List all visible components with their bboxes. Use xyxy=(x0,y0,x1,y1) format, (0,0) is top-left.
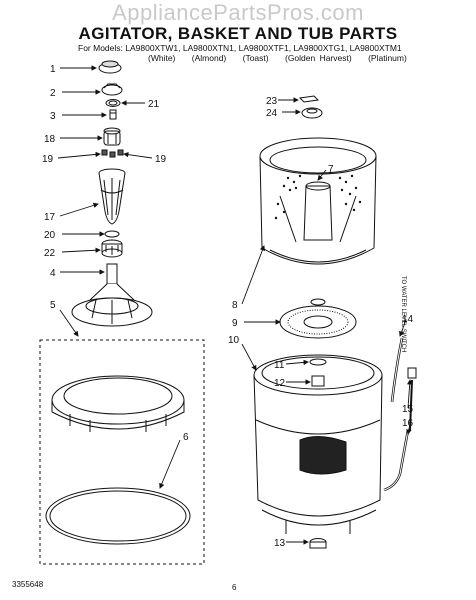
color-white: (White) xyxy=(148,53,176,63)
color-toast: (Toast) xyxy=(242,53,269,63)
color-variants: (White) (Almond) (Toast) (Golden Harvest… xyxy=(148,53,419,63)
part-13-boot xyxy=(309,538,327,549)
callout-14: 14 xyxy=(402,314,414,325)
part-18-cam xyxy=(103,127,121,146)
callout-1: 1 xyxy=(50,64,56,75)
callout-15: 15 xyxy=(402,404,414,415)
color-golden-harvest: (Golden Harvest) xyxy=(284,53,352,63)
callout-21: 21 xyxy=(148,99,160,110)
callout-2: 2 xyxy=(50,88,56,99)
callout-17: 17 xyxy=(44,212,56,223)
callout-16: 16 xyxy=(402,418,414,429)
color-platinum: (Platinum) xyxy=(368,53,407,63)
page-title: AGITATOR, BASKET AND TUB PARTS xyxy=(78,24,398,43)
models-line: For Models: LA9800XTW1, LA9800XTN1, LA98… xyxy=(78,43,402,53)
callout-20: 20 xyxy=(44,230,56,241)
part-9-drive-block-plate xyxy=(279,298,357,339)
watermark: AppliancePartsPros.com xyxy=(112,0,364,25)
callout-10: 10 xyxy=(228,335,240,346)
part-19-agitator-dogs xyxy=(101,149,124,158)
part-3-bolt xyxy=(109,109,117,120)
callout-13: 13 xyxy=(274,538,286,549)
part-23-nut xyxy=(298,95,320,103)
part-16-tube xyxy=(383,379,413,492)
part-21-washer xyxy=(105,99,121,107)
part-5-assembly-box xyxy=(39,339,205,565)
document-number: 3355648 xyxy=(12,580,44,589)
part-1-agitator-cap xyxy=(98,60,122,74)
callout-19-left: 19 xyxy=(42,154,54,165)
callout-12: 12 xyxy=(274,378,286,389)
callout-labels: 1 2 3 21 18 19 19 17 20 22 4 5 6 23 24 7… xyxy=(42,64,414,549)
part-20-ring xyxy=(104,230,120,238)
callout-6: 6 xyxy=(183,432,189,443)
callout-7: 7 xyxy=(328,164,334,175)
leader-lines xyxy=(57,65,413,545)
callout-19-right: 19 xyxy=(155,154,167,165)
color-almond: (Almond) xyxy=(191,53,227,63)
water-level-switch-note: TO WATER LEVEL SWITCH xyxy=(400,276,406,352)
callout-11: 11 xyxy=(274,360,285,371)
part-7-wash-basket xyxy=(259,137,377,265)
part-22-clutch xyxy=(101,239,123,258)
part-15-air-dome xyxy=(407,367,417,379)
part-17-agitator-barrel xyxy=(98,168,126,225)
page-number: 6 xyxy=(232,583,237,592)
callout-22: 22 xyxy=(44,248,56,259)
part-2-cap-insert xyxy=(101,83,123,96)
part-11-seal xyxy=(309,358,327,366)
part-5-basket-rim xyxy=(51,375,185,432)
callout-18: 18 xyxy=(44,134,56,145)
callout-4: 4 xyxy=(50,268,56,279)
callout-5: 5 xyxy=(50,300,56,311)
part-12-bearing xyxy=(311,375,325,387)
part-4-agitator-base xyxy=(71,263,153,327)
basket-perforations xyxy=(274,174,362,220)
callout-24: 24 xyxy=(266,108,278,119)
part-10-outer-tub xyxy=(253,354,383,534)
part-14-pressure-hose xyxy=(390,337,404,403)
callout-23: 23 xyxy=(266,96,278,107)
callout-3: 3 xyxy=(50,111,56,122)
part-24-hub xyxy=(301,107,323,119)
callout-9: 9 xyxy=(232,318,238,329)
callout-8: 8 xyxy=(232,300,238,311)
part-6-snap-ring xyxy=(45,487,191,545)
